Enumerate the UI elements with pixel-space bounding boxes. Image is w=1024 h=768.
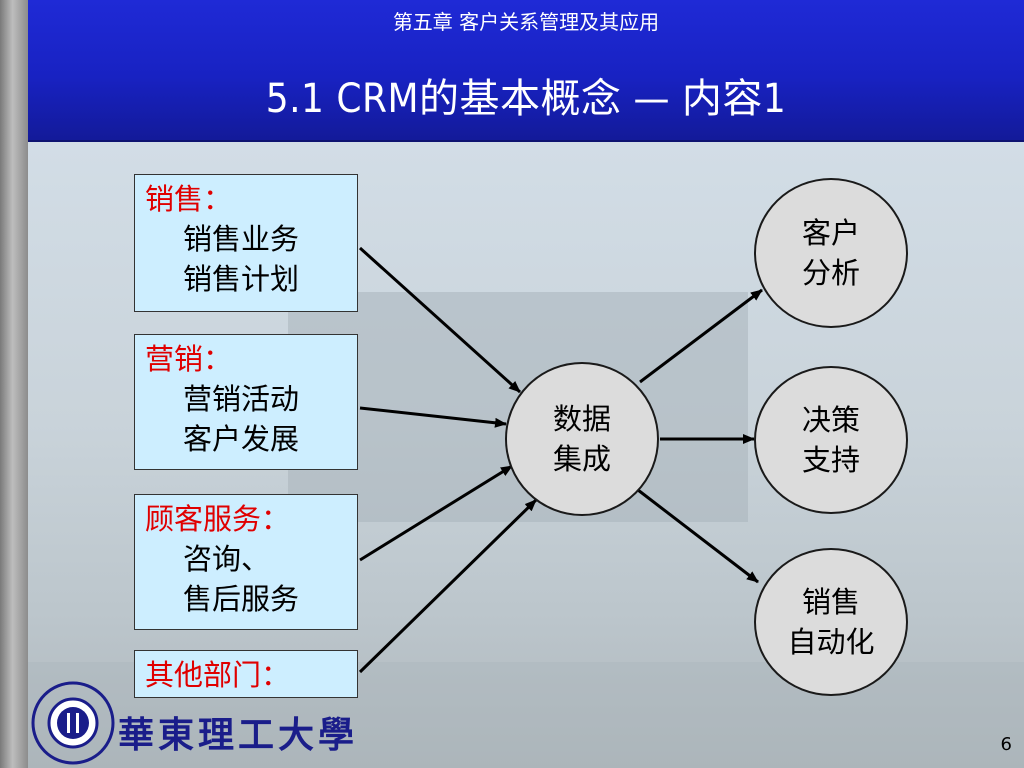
output-label-line: 支持: [801, 443, 860, 477]
university-seal-logo: [31, 681, 115, 765]
chapter-title: 第五章 客户关系管理及其应用: [392, 10, 660, 34]
source-item: 销售业务: [183, 222, 300, 256]
arrow-sales-to-hub: [358, 246, 522, 394]
slide-header: 第五章 客户关系管理及其应用 5.1 CRM的基本概念 — 内容1: [28, 0, 1024, 142]
source-box-marketing: 营销： 营销活动 客户发展: [134, 334, 358, 470]
source-item: 营销活动: [183, 382, 300, 416]
source-item: 咨询、: [183, 542, 271, 576]
output-label-line: 自动化: [787, 625, 875, 659]
arrow-marketing-to-hub: [359, 406, 507, 428]
university-name: 華東理工大學: [118, 714, 359, 756]
source-item: 售后服务: [183, 582, 300, 616]
source-box-other-departments: 其他部门：: [134, 650, 358, 698]
source-heading: 其他部门：: [145, 658, 291, 692]
source-item: 销售计划: [183, 262, 300, 296]
hub-data-integration: 数据 集成: [505, 362, 659, 516]
source-heading: 营销：: [145, 342, 233, 376]
output-label-line: 销售: [801, 585, 860, 619]
output-sales-automation: 销售 自动化: [754, 548, 908, 696]
arrow-other-to-hub: [358, 498, 538, 674]
slide-title: 5.1 CRM的基本概念 — 内容1: [265, 76, 787, 122]
output-customer-analysis: 客户 分析: [754, 178, 908, 328]
page-number: 6: [1000, 734, 1012, 755]
output-label-line: 决策: [801, 403, 860, 437]
output-label-line: 分析: [801, 256, 860, 290]
left-edge-bar: [0, 0, 28, 768]
hub-label-line: 集成: [552, 442, 611, 476]
arrow-hub-to-automation: [637, 488, 759, 584]
arrow-service-to-hub: [359, 464, 513, 562]
source-heading: 销售：: [145, 182, 233, 216]
output-label-line: 客户: [801, 216, 860, 250]
source-item: 客户发展: [183, 422, 300, 456]
output-decision-support: 决策 支持: [754, 366, 908, 514]
arrow-hub-to-analysis: [639, 288, 763, 384]
source-box-customer-service: 顾客服务： 咨询、 售后服务: [134, 494, 358, 630]
source-heading: 顾客服务：: [145, 502, 291, 536]
hub-label-line: 数据: [552, 402, 611, 436]
source-box-sales: 销售： 销售业务 销售计划: [134, 174, 358, 312]
